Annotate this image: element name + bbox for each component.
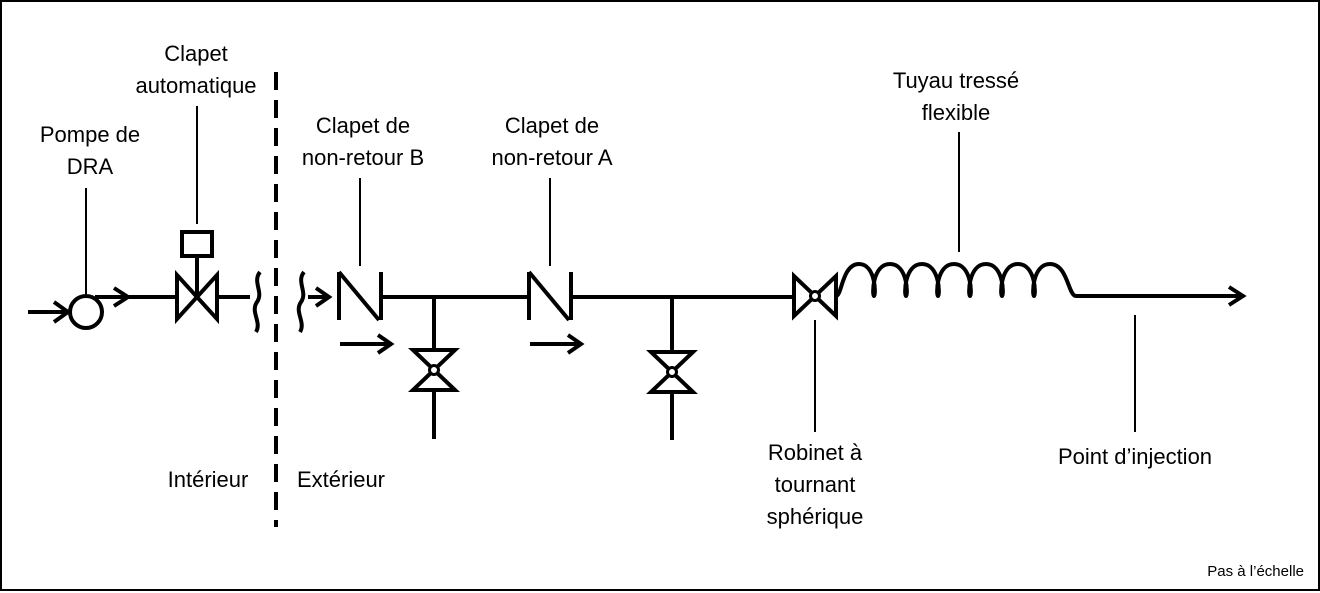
check-a-label-line-1: Clapet de [504, 113, 600, 138]
ball-valve-label-line-1: Robinet à [767, 440, 863, 465]
inside-label: Intérieur [167, 467, 249, 492]
pump-label: Pompe de DRA [40, 119, 140, 183]
automatic-valve-icon [175, 230, 219, 325]
drain-branch-1 [408, 297, 460, 439]
braided-hose-label: Tuyau tressé flexible [893, 65, 1019, 129]
outside-label: Extérieur [296, 467, 386, 492]
auto-valve-label: Clapet automatique [135, 38, 256, 102]
ball-valve-label-line-2: tournant [774, 472, 856, 497]
check-b-label-line-2: non-retour B [301, 145, 425, 170]
pipe-break-right [296, 270, 306, 334]
flow-arrow-b [340, 333, 395, 355]
check-b-label-line-1: Clapet de [315, 113, 411, 138]
ball-valve-label-line-3: sphérique [766, 504, 864, 529]
check-a-label: Clapet de non-retour A [491, 110, 612, 174]
braided-hose-label-line-2: flexible [921, 100, 991, 125]
auto-valve-label-line-2: automatique [135, 73, 257, 98]
check-b-label: Clapet de non-retour B [302, 110, 424, 174]
inlet-arrow [28, 300, 72, 324]
pump-label-line-2: DRA [66, 154, 114, 179]
auto-valve-label-line-1: Clapet [164, 41, 228, 66]
braided-hose-label-line-1: Tuyau tressé [892, 68, 1020, 93]
ball-valve-icon [792, 271, 838, 321]
outlet-arrow [1076, 285, 1247, 307]
drain-branch-2 [646, 297, 698, 440]
pipe-break-left [252, 270, 262, 334]
scale-note: Pas à l’échelle [1207, 563, 1304, 580]
injection-point-label: Point d’injection [1057, 444, 1213, 469]
flow-arrow-a [530, 333, 585, 355]
check-valve-b-icon [337, 270, 383, 322]
check-valve-a-icon [527, 270, 573, 322]
braided-hose [834, 261, 1077, 299]
dra-pump-icon [68, 286, 132, 330]
break-arrow [308, 286, 333, 308]
pump-label-line-1: Pompe de [39, 122, 141, 147]
check-a-label-line-2: non-retour A [491, 145, 613, 170]
ball-valve-label: Robinet à tournant sphérique [767, 437, 864, 533]
